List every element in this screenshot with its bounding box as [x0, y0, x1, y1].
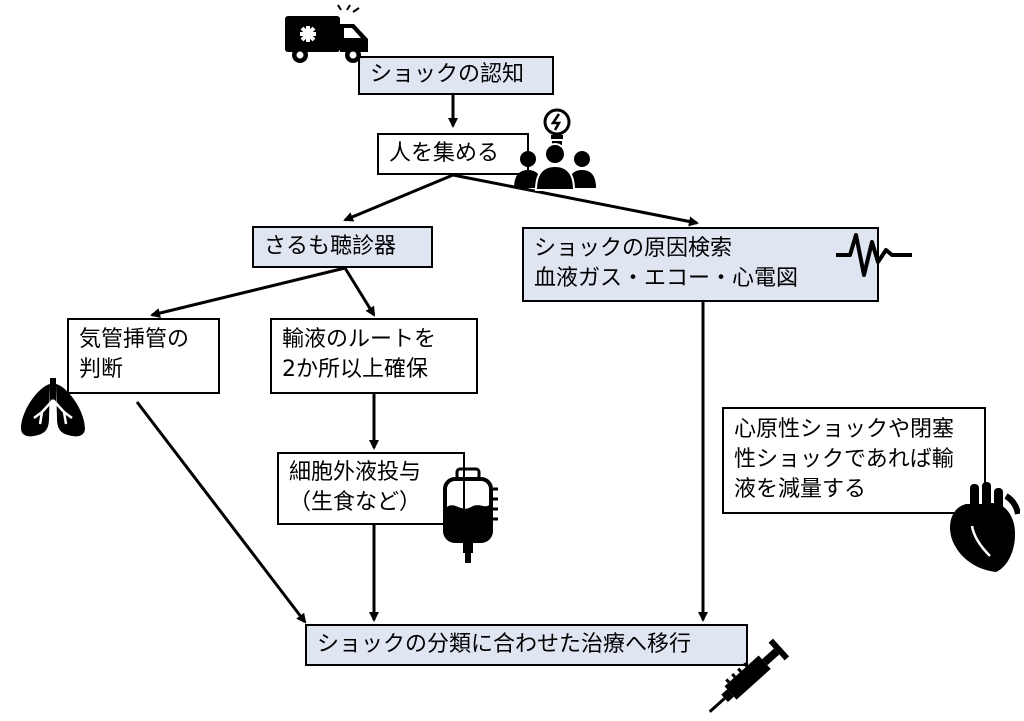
extracellular-fluid-line-2: （生食など）	[289, 490, 422, 515]
heart-icon	[950, 482, 1020, 572]
saru-stethoscope-text: さるも聴診器	[264, 234, 397, 259]
recognize-shock-box: ショックの認知	[358, 56, 554, 95]
arrow-saru-to-route	[343, 267, 376, 317]
recognize-shock-text: ショックの認知	[370, 62, 525, 87]
iv-bag-icon	[443, 467, 498, 563]
cause-search-box: ショックの原因検索 血液ガス・エコー・心電図	[522, 227, 879, 302]
intubation-decision-line-1: 気管挿管の	[79, 327, 190, 352]
arrow-intubation-to-treat	[135, 401, 307, 624]
people-group-icon	[514, 143, 596, 191]
ambulance-icon	[285, 4, 368, 63]
lightbulb-icon	[543, 108, 571, 145]
iv-route-line-1: 輸液のルートを	[282, 327, 437, 352]
cause-search-line-1: ショックの原因検索	[534, 236, 733, 261]
gather-people-box: 人を集める	[377, 133, 529, 175]
cause-search-line-2: 血液ガス・エコー・心電図	[534, 266, 799, 291]
extracellular-fluid-line-1: 細胞外液投与	[289, 460, 422, 485]
ecg-wave-icon	[836, 233, 912, 277]
syringe-icon	[708, 638, 790, 713]
cardiogenic-note-line-2: 性ショックであれば輸	[734, 447, 954, 472]
cardiogenic-note-line-3: 液を減量する	[734, 477, 867, 502]
gather-people-text: 人を集める	[389, 141, 500, 166]
iv-route-line-2: 2か所以上確保	[282, 357, 428, 382]
intubation-decision-box: 気管挿管の 判断	[67, 318, 220, 394]
arrow-saru-to-intubation	[150, 266, 346, 318]
iv-route-box: 輸液のルートを 2か所以上確保	[270, 318, 478, 394]
saru-stethoscope-box: さるも聴診器	[252, 226, 433, 268]
move-to-treatment-box: ショックの分類に合わせた治療へ移行	[305, 624, 748, 666]
intubation-decision-line-2: 判断	[79, 357, 124, 382]
cardiogenic-note-line-1: 心原性ショックや閉塞	[734, 417, 955, 442]
extracellular-fluid-box: 細胞外液投与 （生食など）	[277, 452, 465, 525]
cardiogenic-note-box: 心原性ショックや閉塞 性ショックであれば輸 液を減量する	[722, 407, 986, 514]
lungs-icon	[21, 378, 85, 437]
arrow-gather-to-saru	[343, 173, 454, 222]
arrow-gather-to-cause	[452, 173, 699, 227]
move-to-treatment-text: ショックの分類に合わせた治療へ移行	[317, 632, 692, 657]
